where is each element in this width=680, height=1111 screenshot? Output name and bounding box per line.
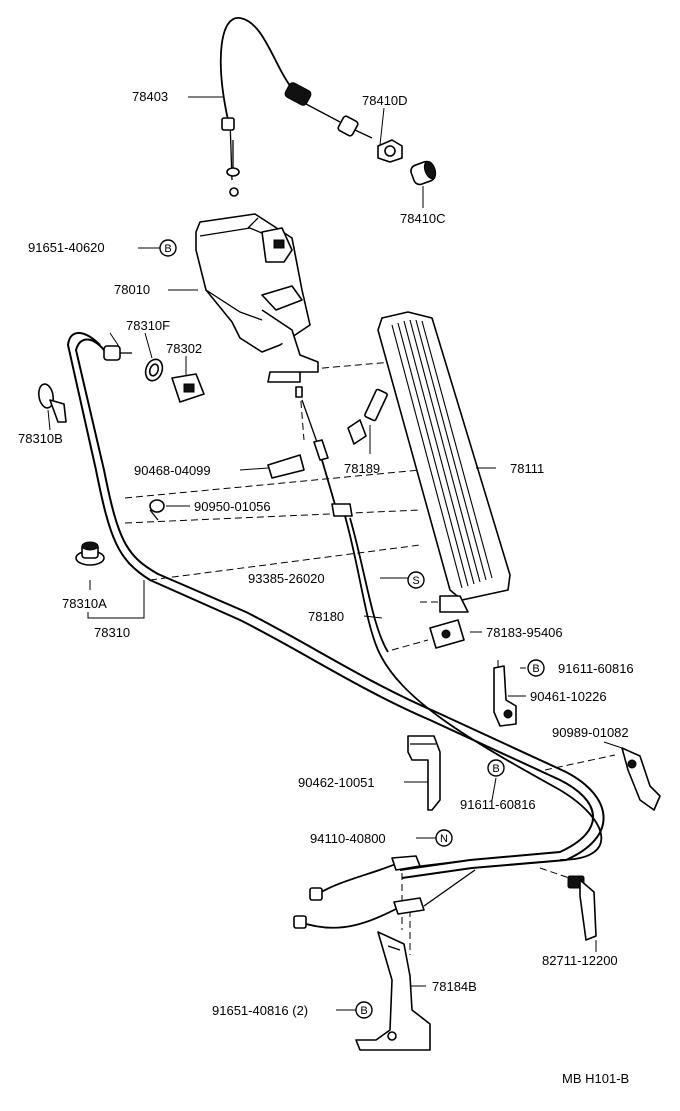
label-78410C: 78410C [400,211,446,226]
label-78403: 78403 [132,89,168,104]
bracket-90461-10226 [493,665,517,727]
label-90989-01082: 90989-01082 [552,725,629,740]
label-78183-95406: 78183-95406 [486,625,563,640]
label-78410D: 78410D [362,93,408,108]
label-94110-40800: 94110-40800 [310,831,386,846]
mark-b-91611-60816-a [527,659,545,677]
label-78184B: 78184B [432,979,477,994]
throttle-cable-78403 [219,17,373,197]
bushing-78310F [103,345,164,382]
mark-b-91651-40816 [355,1001,373,1019]
mark-b-91611-60816-b [487,759,505,777]
circled-marks: B S B B N B [159,239,545,1019]
label-91611-60816-b: 91611-60816 [460,797,536,812]
clip-78310B [37,383,67,423]
mark-b-91611-60816-b-letter: B [492,763,499,775]
leader-lines [47,96,623,1011]
mark-b-91651-40620 [159,239,177,257]
label-78310: 78310 [94,625,130,640]
clip-90468-04099 [267,454,305,479]
bracket-78010 [195,213,319,383]
lower-cable [293,855,476,929]
label-90462-10051: 90462-10051 [298,775,375,790]
label-93385-26020: 93385-26020 [248,571,325,586]
link-rod-78310 [66,332,605,879]
mark-s-93385-26020-letter: S [412,575,419,587]
label-78189: 78189 [344,461,380,476]
pedal-78111 [377,311,511,613]
figure-id: MB H101-B [562,1071,629,1086]
label-90950-01056: 90950-01056 [194,499,271,514]
accelerator-cable-78180 [295,386,603,861]
bushing-78310A [75,541,105,566]
bolt-78189 [347,388,388,445]
bracket-78184B [355,931,431,1051]
label-78302: 78302 [166,341,202,356]
nut-78410D [377,139,403,163]
label-78310B: 78310B [18,431,63,446]
clip-90989-01082 [621,747,661,811]
label-78010: 78010 [114,282,150,297]
stopper-78302 [171,373,205,403]
label-78310F: 78310F [126,318,170,333]
label-90461-10226: 90461-10226 [530,689,607,704]
label-78111: 78111 [510,461,544,476]
mark-b-91611-60816-a-letter: B [532,663,539,675]
label-78180: 78180 [308,609,344,624]
label-90468-04099: 90468-04099 [134,463,211,478]
holder-90462-10051 [407,735,441,811]
label-91611-60816-a: 91611-60816 [558,661,634,676]
clip-82711-12200 [567,875,597,941]
boot-78410C [410,160,437,186]
label-91651-40620: 91651-40620 [28,240,105,255]
mark-n-94110-40800 [435,829,453,847]
mark-b-91651-40620-letter: B [164,243,171,255]
mark-n-94110-40800-letter: N [440,833,448,845]
label-91651-40816: 91651-40816 (2) [212,1003,308,1018]
mark-b-91651-40816-letter: B [360,1005,367,1017]
label-78310A: 78310A [62,596,107,611]
clamp-78183-95406 [429,619,465,649]
part-labels: 78403 78410D 78410C 91651-40620 78010 78… [18,89,634,1086]
label-82711-12200: 82711-12200 [542,953,618,968]
mark-s-93385-26020 [407,571,425,589]
grommet-90950-01056 [149,499,165,521]
